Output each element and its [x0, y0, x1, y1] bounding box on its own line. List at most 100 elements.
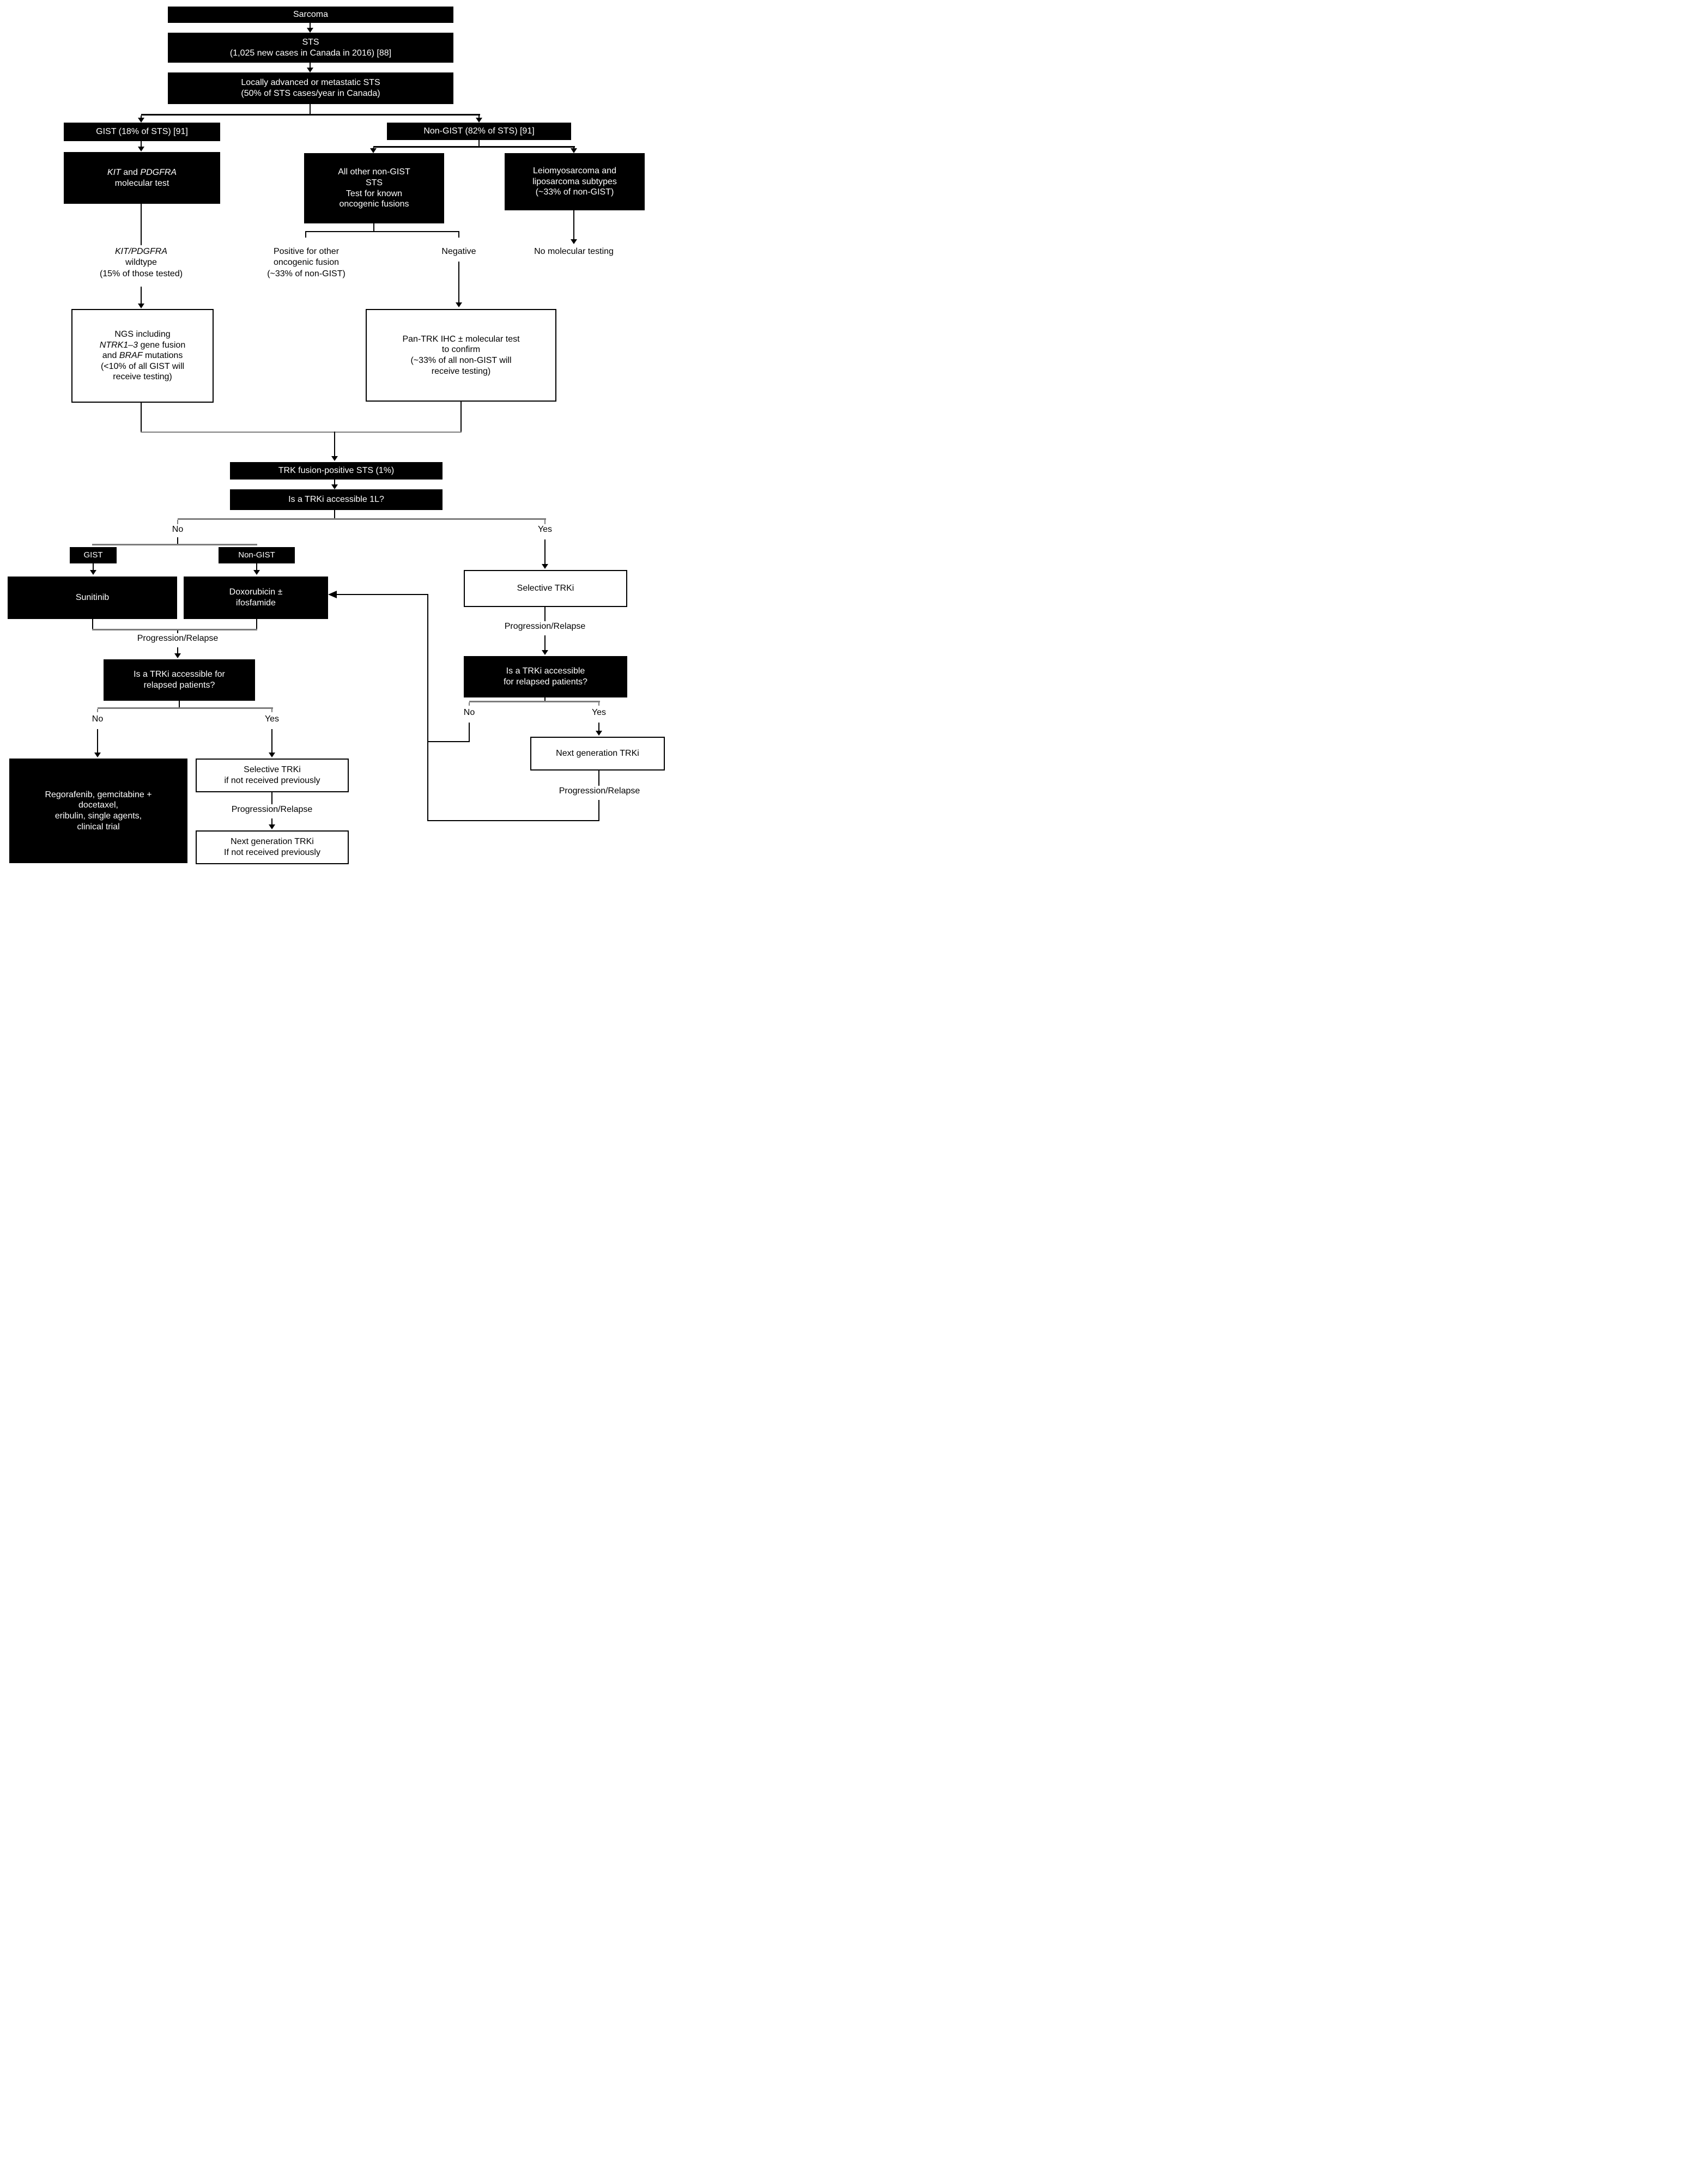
- node-line: Is a TRKi accessible: [506, 666, 585, 676]
- connector: [256, 563, 257, 571]
- arrowhead-down: [370, 148, 377, 153]
- arrowhead-down: [307, 28, 313, 33]
- arrowhead-down: [90, 570, 96, 575]
- node-line: Locally advanced or metastatic STS: [241, 78, 380, 88]
- text-line: wildtype: [125, 258, 157, 268]
- connector: [544, 520, 546, 524]
- node-kit-pdgfra-test: KIT and PDGFRA molecular test: [64, 152, 220, 204]
- gene-ntrk1-3: NTRK1–3: [99, 340, 138, 350]
- node-line: clinical trial: [77, 822, 120, 832]
- label-progression-relapse-4: Progression/Relapse: [559, 786, 640, 796]
- connector: [271, 792, 272, 804]
- arrowhead-down: [596, 731, 602, 736]
- node-line: docetaxel,: [78, 800, 118, 810]
- connector: [305, 231, 306, 238]
- node-line: NTRK1–3 gene fusion: [100, 340, 185, 351]
- arrowhead-down: [269, 824, 275, 829]
- label-no-1l: No: [172, 525, 184, 534]
- text-line: (~33% of non-GIST): [267, 269, 346, 278]
- arrowhead-down: [331, 484, 338, 489]
- connector: [460, 402, 462, 432]
- node-line-part: mutations: [142, 351, 183, 361]
- label-no-relapse-right: No: [463, 708, 475, 717]
- connector: [310, 104, 311, 114]
- node-line: Selective TRKi: [244, 765, 301, 775]
- arrowhead-down: [542, 650, 548, 655]
- connector: [334, 510, 335, 518]
- connector: [427, 820, 599, 821]
- node-line: for relapsed patients?: [504, 677, 587, 687]
- label-progression-relapse-3: Progression/Relapse: [504, 622, 586, 631]
- node-locally-advanced: Locally advanced or metastatic STS (50% …: [168, 72, 453, 104]
- node-line: Doxorubicin ±: [229, 587, 283, 597]
- connector: [544, 635, 546, 651]
- connector: [179, 701, 180, 707]
- node-line: If not received previously: [224, 848, 320, 857]
- connector: [544, 607, 546, 621]
- arrowhead-left: [328, 591, 337, 598]
- gene-braf: BRAF: [119, 351, 143, 361]
- connector: [458, 231, 459, 238]
- connector: [256, 619, 257, 629]
- node-all-other-non-gist: All other non-GIST STS Test for known on…: [304, 153, 444, 223]
- connector: [544, 539, 546, 565]
- arrowhead-down: [307, 68, 313, 72]
- node-line: NGS including: [114, 330, 171, 339]
- connector-split: [373, 146, 575, 148]
- node-line: receive testing): [113, 372, 172, 382]
- arrowhead-down: [174, 653, 181, 658]
- node-non-gist: Non-GIST (82% of STS) [91]: [387, 123, 571, 140]
- connector: [373, 223, 374, 231]
- connector: [141, 287, 142, 304]
- connector: [598, 723, 599, 731]
- node-next-gen-trki-2: Next generation TRKi If not received pre…: [196, 830, 349, 864]
- label-yes-relapse-left: Yes: [264, 714, 280, 724]
- node-line: KIT and PDGFRA: [107, 167, 177, 178]
- arrowhead-down: [571, 148, 577, 153]
- node-line: liposarcoma subtypes: [532, 177, 617, 186]
- node-label: Selective TRKi: [517, 584, 574, 593]
- node-next-gen-trki-1: Next generation TRKi: [530, 737, 665, 771]
- connector-merge: [92, 629, 257, 630]
- node-line: to confirm: [441, 345, 481, 355]
- connector: [141, 116, 142, 119]
- connector-split: [469, 701, 600, 702]
- node-line: STS: [302, 37, 319, 47]
- label-yes-1l: Yes: [537, 525, 553, 534]
- connector: [334, 480, 335, 485]
- connector: [469, 702, 470, 706]
- connector: [598, 702, 599, 706]
- text-line: Positive for other: [273, 247, 340, 256]
- arrowhead-down: [269, 753, 275, 757]
- arrowhead-down: [138, 118, 144, 123]
- node-line-part: and: [102, 351, 119, 361]
- node-line: Test for known: [346, 189, 403, 198]
- connector: [598, 771, 599, 786]
- node-line: Is a TRKi accessible for: [134, 670, 225, 680]
- connector: [334, 432, 335, 457]
- connector: [271, 709, 272, 712]
- node-line: STS: [365, 178, 383, 187]
- node-line: (1,025 new cases in Canada in 2016) [88]: [229, 48, 392, 58]
- node-line: relapsed patients?: [143, 681, 215, 690]
- node-line: and BRAF mutations: [102, 350, 183, 361]
- node-doxorubicin: Doxorubicin ± ifosfamide: [184, 577, 328, 619]
- node-gist: GIST (18% of STS) [91]: [64, 123, 220, 141]
- arrowhead-down: [456, 302, 462, 307]
- node-line-part: gene fusion: [138, 340, 186, 350]
- connector: [141, 141, 142, 147]
- arrowhead-down: [253, 570, 260, 575]
- node-ngs: NGS including NTRK1–3 gene fusion and BR…: [71, 309, 214, 403]
- connector-merge: [141, 432, 462, 433]
- text-negative: Negative: [418, 246, 500, 257]
- node-line: Pan-TRK IHC ± molecular test: [402, 334, 520, 344]
- connector: [271, 818, 272, 825]
- node-gist-tag: GIST: [70, 547, 117, 563]
- node-selective-trki-1: Selective TRKi: [464, 570, 627, 607]
- node-sts: STS (1,025 new cases in Canada in 2016) …: [168, 33, 453, 63]
- connector: [478, 140, 480, 146]
- label-no-relapse-left: No: [92, 714, 104, 724]
- node-line: (50% of STS cases/year in Canada): [241, 89, 380, 98]
- arrowhead-down: [331, 456, 338, 461]
- label-progression-relapse-2: Progression/Relapse: [231, 805, 313, 814]
